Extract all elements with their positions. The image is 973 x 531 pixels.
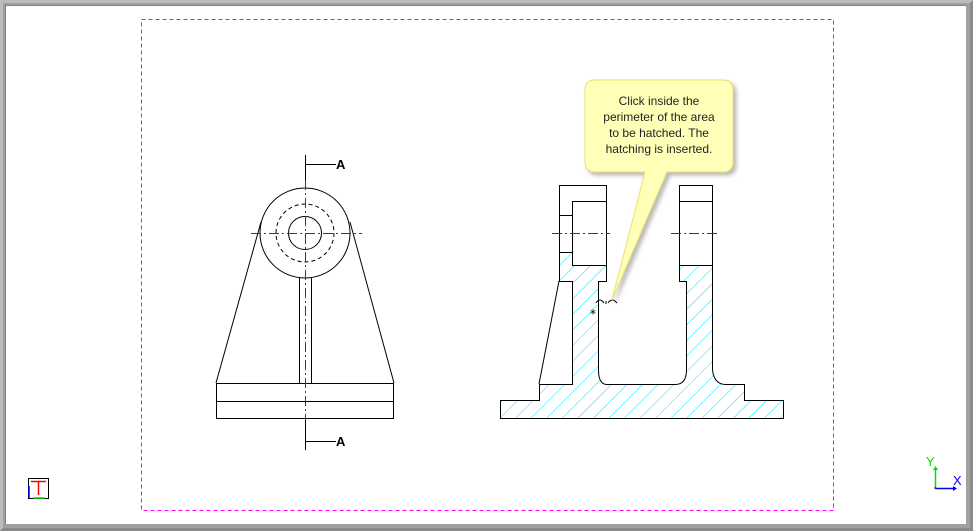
section-label-bottom: A <box>336 434 346 449</box>
paper-boundary <box>141 19 834 511</box>
section-outline <box>500 185 784 419</box>
rib-left-edge <box>215 221 262 384</box>
tooltip-line: perimeter of the area <box>603 110 715 124</box>
rib-right-edge <box>349 221 395 384</box>
ucs-y-label: Y <box>926 454 935 469</box>
pick-cursor-icon <box>595 299 618 304</box>
pick-point-marker-icon: * <box>590 307 596 321</box>
front-view[interactable] <box>215 155 395 450</box>
rib-edge <box>538 280 560 385</box>
tooltip-text: Click inside the perimeter of the area t… <box>585 93 733 157</box>
tooltip-balloon <box>584 79 734 301</box>
ucs-icon: Y X <box>926 454 962 491</box>
section-label-top: A <box>336 157 346 172</box>
tooltip-line: to be hatched. The <box>609 126 709 140</box>
hatched-area <box>500 252 783 418</box>
drawing-canvas[interactable] <box>5 5 966 524</box>
tooltip-line: hatching is inserted. <box>605 142 713 156</box>
paper-space-icon[interactable] <box>28 478 49 499</box>
tooltip-line: Click inside the <box>618 94 700 108</box>
ucs-x-label: X <box>953 473 962 488</box>
section-view[interactable]: * <box>500 185 784 419</box>
